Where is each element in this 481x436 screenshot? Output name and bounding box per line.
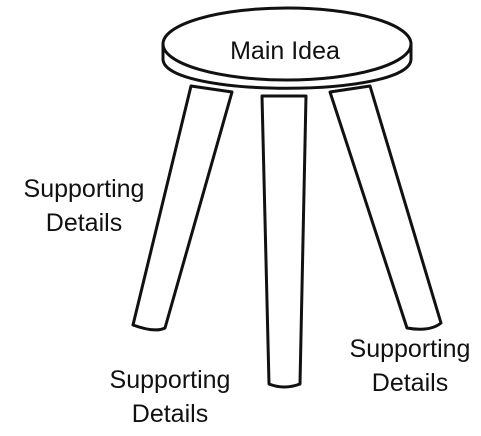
seat-top	[161, 6, 413, 82]
right-leg	[328, 84, 443, 331]
center-leg-label-line2: Details	[131, 400, 209, 428]
left-leg-label-line1: Supporting	[23, 175, 145, 203]
center-leg-label-line1: Supporting	[109, 366, 231, 394]
center-leg	[260, 94, 308, 389]
left-leg-label: Supporting Details	[4, 172, 164, 240]
right-leg-label-line2: Details	[371, 369, 449, 397]
left-leg-label-line2: Details	[45, 209, 123, 237]
center-leg-label: Supporting Details	[90, 363, 250, 431]
right-leg-label: Supporting Details	[330, 332, 481, 400]
right-leg-label-line1: Supporting	[349, 335, 471, 363]
left-leg	[131, 84, 234, 332]
seat-label-main-idea: Main Idea	[200, 34, 370, 68]
seat-label-text: Main Idea	[230, 37, 340, 65]
